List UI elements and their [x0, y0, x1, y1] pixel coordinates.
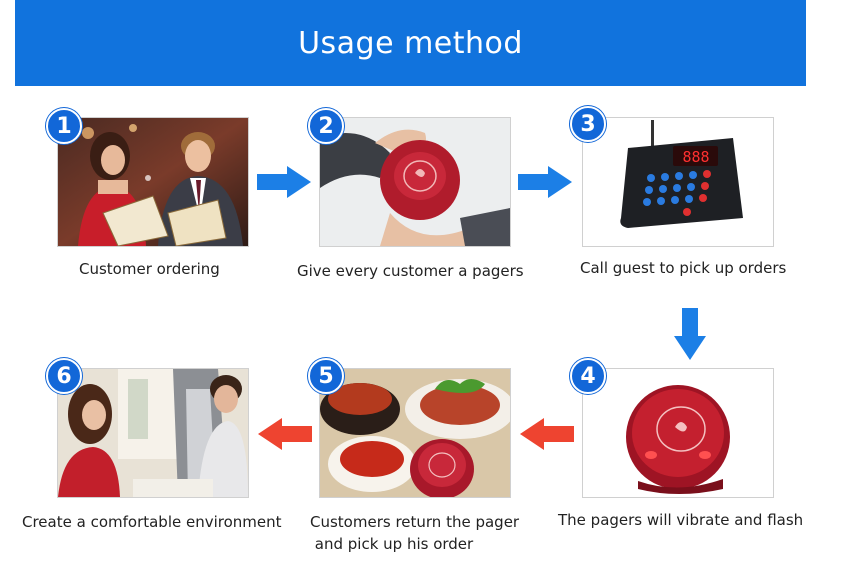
step-5-badge: 5: [308, 358, 344, 394]
svg-text:888: 888: [682, 148, 709, 166]
step-5-image: [319, 368, 511, 498]
step-3-image: 888: [582, 117, 774, 247]
step-4-caption: The pagers will vibrate and flash: [558, 511, 804, 529]
step-1-caption: Customer ordering: [79, 260, 220, 278]
step-2-caption: Give every customer a pagers: [297, 262, 524, 280]
arrow-left-icon: [520, 418, 574, 450]
step-3-caption: Call guest to pick up orders: [580, 259, 787, 277]
step-6-image: [57, 368, 249, 498]
step-3-badge: 3: [570, 106, 606, 142]
step-4-badge: 4: [570, 358, 606, 394]
step-5-caption-line2: and pick up his order: [310, 535, 474, 553]
page-title: Usage method: [298, 25, 523, 61]
step-1-image: [57, 117, 249, 247]
step-6-badge: 6: [46, 358, 82, 394]
arrow-right-icon: [257, 166, 311, 198]
step-5-caption-line1: Customers return the pager: [310, 513, 520, 531]
arrow-right-icon: [518, 166, 572, 198]
step-6-caption: Create a comfortable environment: [22, 513, 282, 531]
step-1-badge: 1: [46, 108, 82, 144]
step-4-image: [582, 368, 774, 498]
header-banner: Usage method: [15, 0, 806, 86]
step-2-image: [319, 117, 511, 247]
arrow-down-icon: [674, 308, 706, 360]
arrow-left-icon: [258, 418, 312, 450]
step-2-badge: 2: [308, 108, 344, 144]
